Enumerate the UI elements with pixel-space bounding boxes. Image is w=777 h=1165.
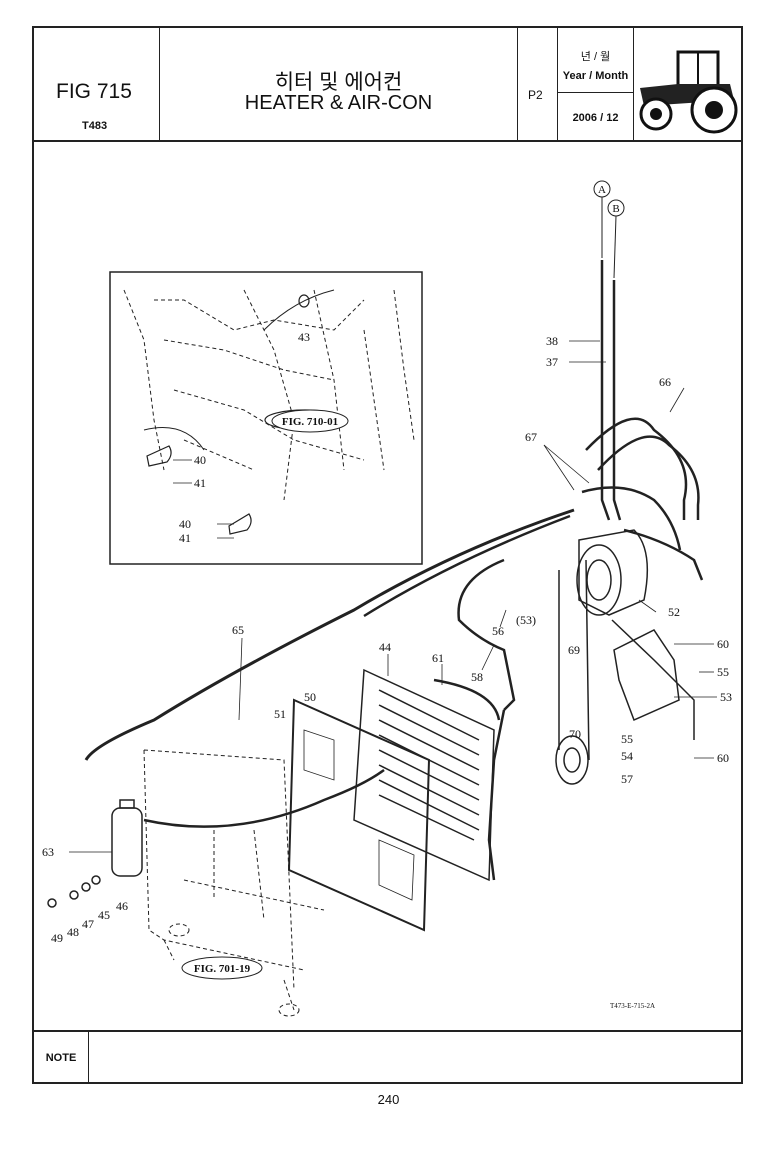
- drawing-code: T473-E-715-2A: [610, 1002, 655, 1010]
- title-block: FIG 715 T483 히터 및 에어컨 HEATER & AIR-CON P…: [34, 28, 741, 142]
- part-label-67: 67: [525, 430, 537, 444]
- model-code: T483: [82, 120, 108, 132]
- date-cell: 년 / 월 Year / Month 2006 / 12: [558, 28, 634, 140]
- page-frame: FIG 715 T483 히터 및 에어컨 HEATER & AIR-CON P…: [32, 26, 743, 1084]
- part-label-46: 46: [116, 899, 128, 913]
- part-label-53: 53: [720, 690, 732, 704]
- title-cell: 히터 및 에어컨 HEATER & AIR-CON: [160, 28, 518, 140]
- part-label-63: 63: [42, 845, 54, 859]
- part-label-56: 56: [492, 624, 504, 638]
- note-label: NOTE: [34, 1032, 89, 1084]
- ref-fig-701-oval: [181, 956, 263, 980]
- date-label-korean: 년 / 월: [580, 51, 611, 63]
- condenser: [287, 668, 495, 932]
- title-english: HEATER & AIR-CON: [244, 92, 433, 114]
- part-label-60a: 60: [717, 637, 729, 651]
- part-label-55b: 55: [621, 732, 633, 746]
- part-label-45: 45: [98, 908, 110, 922]
- part-label-70: 70: [569, 727, 581, 741]
- page-number: 240: [377, 1092, 400, 1107]
- logo-cell: [634, 28, 741, 140]
- part-label-44: 44: [379, 640, 391, 654]
- frame-outline: [143, 749, 325, 1017]
- exploded-parts-diagram: A B FIG. 710-01 FIG. 701-19 T473-E-715-2…: [42, 180, 732, 1017]
- part-label-53-paren: (53): [516, 613, 536, 627]
- part-label-61: 61: [432, 651, 444, 665]
- part-label-54: 54: [621, 749, 633, 763]
- part-label-65: 65: [232, 623, 244, 637]
- fig-number: FIG 715: [56, 80, 132, 103]
- page-code: P2: [528, 88, 543, 102]
- figure-references: FIG. 710-01 FIG. 701-19 T473-E-715-2A: [181, 409, 655, 1010]
- part-label-50: 50: [304, 690, 316, 704]
- part-label-55a: 55: [717, 665, 729, 679]
- part-label-49: 49: [51, 931, 63, 945]
- marker-b-label: B: [612, 203, 619, 215]
- part-label-37: 37: [546, 355, 558, 369]
- part-label-57: 57: [621, 772, 633, 786]
- part-label-41a: 41: [194, 476, 206, 490]
- receiver-drier: [47, 799, 143, 908]
- cab-inset: [109, 271, 423, 565]
- part-label-52: 52: [668, 605, 680, 619]
- part-label-40b: 40: [179, 517, 191, 531]
- ref-fig-710: FIG. 710-01: [282, 416, 338, 428]
- date-value: 2006 / 12: [572, 112, 619, 124]
- date-divider: [558, 92, 633, 93]
- ref-fig-710-oval: [271, 409, 349, 433]
- title-korean: 히터 및 에어컨: [274, 71, 403, 94]
- part-label-40a: 40: [194, 453, 206, 467]
- part-labels: 38 37 66 67 43 40 41 40 41 65 56 (53) 52…: [42, 330, 732, 945]
- part-label-69: 69: [568, 643, 580, 657]
- note-row: NOTE: [34, 1030, 741, 1084]
- ref-fig-701: FIG. 701-19: [194, 963, 251, 975]
- tractor-icon: [639, 50, 738, 134]
- fig-number-cell: FIG 715 T483: [34, 28, 160, 140]
- part-label-60b: 60: [717, 751, 729, 765]
- part-label-43: 43: [298, 330, 310, 344]
- compressor: [555, 529, 695, 785]
- date-label-english: Year / Month: [562, 70, 629, 82]
- part-label-66: 66: [659, 375, 671, 389]
- part-label-48: 48: [67, 925, 79, 939]
- page-code-cell: P2: [518, 28, 558, 140]
- part-label-47: 47: [82, 917, 94, 931]
- part-label-51: 51: [274, 707, 286, 721]
- connection-markers: A B: [593, 180, 625, 279]
- part-label-58: 58: [471, 670, 483, 684]
- leader-lines: [69, 340, 717, 853]
- part-label-38: 38: [546, 334, 558, 348]
- part-label-41b: 41: [179, 531, 191, 545]
- pipe-assembly: [84, 260, 704, 881]
- marker-a-label: A: [598, 184, 606, 196]
